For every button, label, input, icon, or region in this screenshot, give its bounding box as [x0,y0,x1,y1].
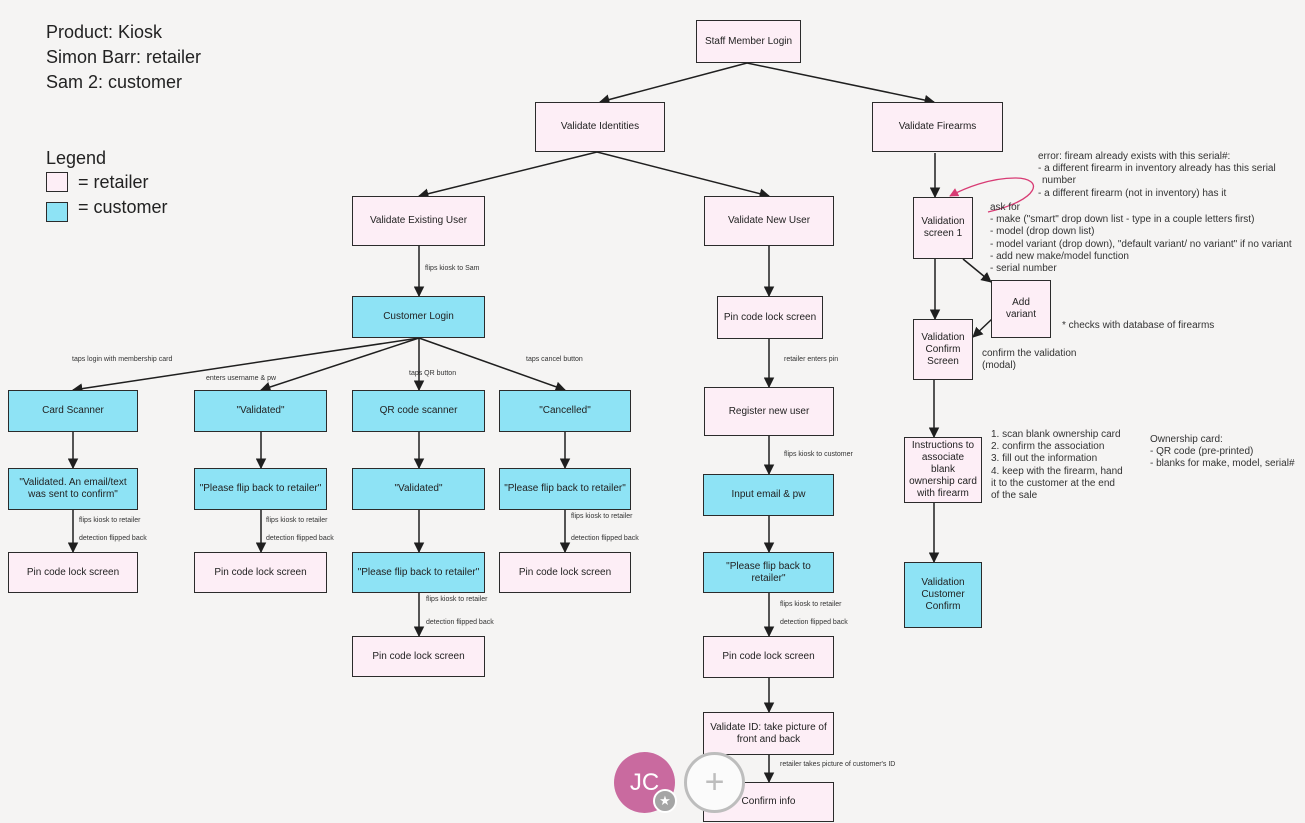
edge-label-detection-2: detection flipped back [266,535,334,542]
edge-label-detection-1: detection flipped back [79,535,147,542]
node-add-variant[interactable]: Add variant [991,280,1051,338]
node-pin-new[interactable]: Pin code lock screen [717,296,823,339]
node-validated-email[interactable]: "Validated. An email/text was sent to co… [8,468,138,510]
node-validate-firearms[interactable]: Validate Firearms [872,102,1003,152]
star-icon: ★ [653,789,677,813]
node-validation-screen-1[interactable]: Validation screen 1 [913,197,973,259]
node-validate-id[interactable]: Validate ID: take picture of front and b… [703,712,834,755]
node-validated-login[interactable]: "Validated" [194,390,327,432]
node-customer-login[interactable]: Customer Login [352,296,485,338]
checks-db-note: * checks with database of firearms [1062,320,1215,331]
edge-label-detection-4: detection flipped back [426,619,494,626]
add-collaborator-button[interactable]: + [684,752,745,813]
edge-label-flips-to-sam: flips kiosk to Sam [425,265,480,272]
node-pin-1[interactable]: Pin code lock screen [8,552,138,593]
node-card-scanner[interactable]: Card Scanner [8,390,138,432]
node-register-new-user[interactable]: Register new user [704,387,834,436]
node-validation-confirm[interactable]: Validation Confirm Screen [913,319,973,380]
node-validation-customer-confirm[interactable]: Validation Customer Confirm [904,562,982,628]
error-note: error: fiream already exists with this s… [1038,151,1276,199]
node-qr-scanner[interactable]: QR code scanner [352,390,485,432]
edge-label-flips-retailer-1: flips kiosk to retailer [79,517,141,524]
node-input-email[interactable]: Input email & pw [703,474,834,516]
confirm-note: confirm the validation (modal) [982,348,1077,372]
node-flip-back-2[interactable]: "Please flip back to retailer" [499,468,631,510]
node-instructions[interactable]: Instructions to associate blank ownershi… [904,437,982,503]
edge-label-taps-cancel: taps cancel button [526,356,583,363]
legend-retailer-label: = retailer [78,172,149,192]
edge-label-flips-retailer-5: flips kiosk to retailer [780,601,842,608]
legend-customer-label: = customer [78,197,168,217]
node-pin-2[interactable]: Pin code lock screen [194,552,327,593]
legend-retailer-swatch [46,172,68,192]
node-flip-back-1[interactable]: "Please flip back to retailer" [194,468,327,510]
retailer-persona: Simon Barr: retailer [46,47,202,67]
product-title: Product: Kiosk [46,22,163,42]
steps-note: 1. scan blank ownership card 2. confirm … [991,429,1123,502]
node-pin-new-2[interactable]: Pin code lock screen [703,636,834,678]
node-staff-login[interactable]: Staff Member Login [696,20,801,63]
edge-label-retailer-takes-picture: retailer takes picture of customer's ID [780,761,896,768]
edge-label-taps-login-card: taps login with membership card [72,356,173,363]
plus-icon: + [704,763,725,801]
node-flip-back-3[interactable]: "Please flip back to retailer" [352,552,485,593]
node-validate-existing-user[interactable]: Validate Existing User [352,196,485,246]
edge-label-flips-retailer-3: flips kiosk to retailer [571,513,633,520]
node-validate-new-user[interactable]: Validate New User [704,196,834,246]
node-flip-back-new[interactable]: "Please flip back to retailer" [703,552,834,593]
node-pin-3[interactable]: Pin code lock screen [499,552,631,593]
edge-label-detection-3: detection flipped back [571,535,639,542]
ownership-card-note: Ownership card: - QR code (pre-printed) … [1150,434,1295,470]
edge-label-retailer-enters-pin: retailer enters pin [784,356,839,363]
node-validate-identities[interactable]: Validate Identities [535,102,665,152]
edge-label-taps-qr: taps QR button [409,370,457,377]
node-cancelled[interactable]: "Cancelled" [499,390,631,432]
edge-label-flips-retailer-4: flips kiosk to retailer [426,596,488,603]
edge-label-flips-to-customer: flips kiosk to customer [784,451,853,458]
edge-label-detection-5: detection flipped back [780,619,848,626]
edge-label-enters-username: enters username & pw [206,375,277,382]
node-validated-qr[interactable]: "Validated" [352,468,485,510]
ask-for-note: ask for - make ("smart" drop down list -… [990,202,1292,275]
edge-label-flips-retailer-2: flips kiosk to retailer [266,517,328,524]
node-pin-4[interactable]: Pin code lock screen [352,636,485,677]
customer-persona: Sam 2: customer [46,72,183,92]
legend-title: Legend [46,148,107,168]
legend-customer-swatch [46,202,68,222]
